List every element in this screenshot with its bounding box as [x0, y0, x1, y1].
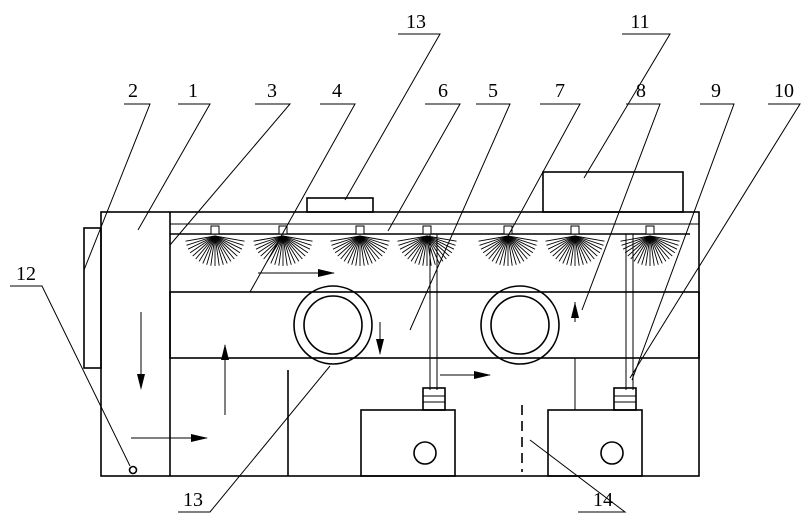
water-tank-left: [361, 410, 455, 476]
label-9: 9: [711, 80, 721, 102]
pump-pipes: [430, 234, 633, 410]
flow-arrows: [131, 269, 579, 442]
part-labels: 2 1 3 4 13 6 5 7 8 11 9 10 12 13 14: [16, 11, 794, 511]
label-6: 6: [438, 80, 448, 102]
label-4: 4: [332, 80, 342, 102]
leader-lines: [10, 34, 800, 512]
label-13-bottom: 13: [183, 489, 203, 511]
label-7: 7: [555, 80, 565, 102]
label-13-top: 13: [406, 11, 426, 33]
spray-nozzle: [546, 226, 605, 266]
roof-tank: [543, 172, 683, 212]
label-12: 12: [16, 263, 36, 285]
spray-nozzle: [186, 226, 245, 266]
label-10: 10: [774, 80, 794, 102]
spray-nozzles: [186, 226, 680, 266]
label-8: 8: [636, 80, 646, 102]
water-tank-right: [548, 410, 642, 476]
main-housing: [101, 212, 699, 476]
pump-motor-left: [423, 388, 445, 410]
label-14: 14: [593, 489, 613, 511]
label-1: 1: [188, 80, 198, 102]
packing-layer: [170, 292, 699, 358]
pump-motor-right: [614, 388, 636, 410]
label-5: 5: [488, 80, 498, 102]
spray-nozzle: [479, 226, 538, 266]
duct-circles: [294, 286, 559, 364]
label-11: 11: [630, 11, 649, 33]
spray-nozzle: [621, 226, 680, 266]
label-2: 2: [128, 80, 138, 102]
spray-nozzle: [331, 226, 390, 266]
label-3: 3: [267, 80, 277, 102]
drain-port: [130, 467, 137, 474]
top-outlet: [307, 198, 373, 212]
